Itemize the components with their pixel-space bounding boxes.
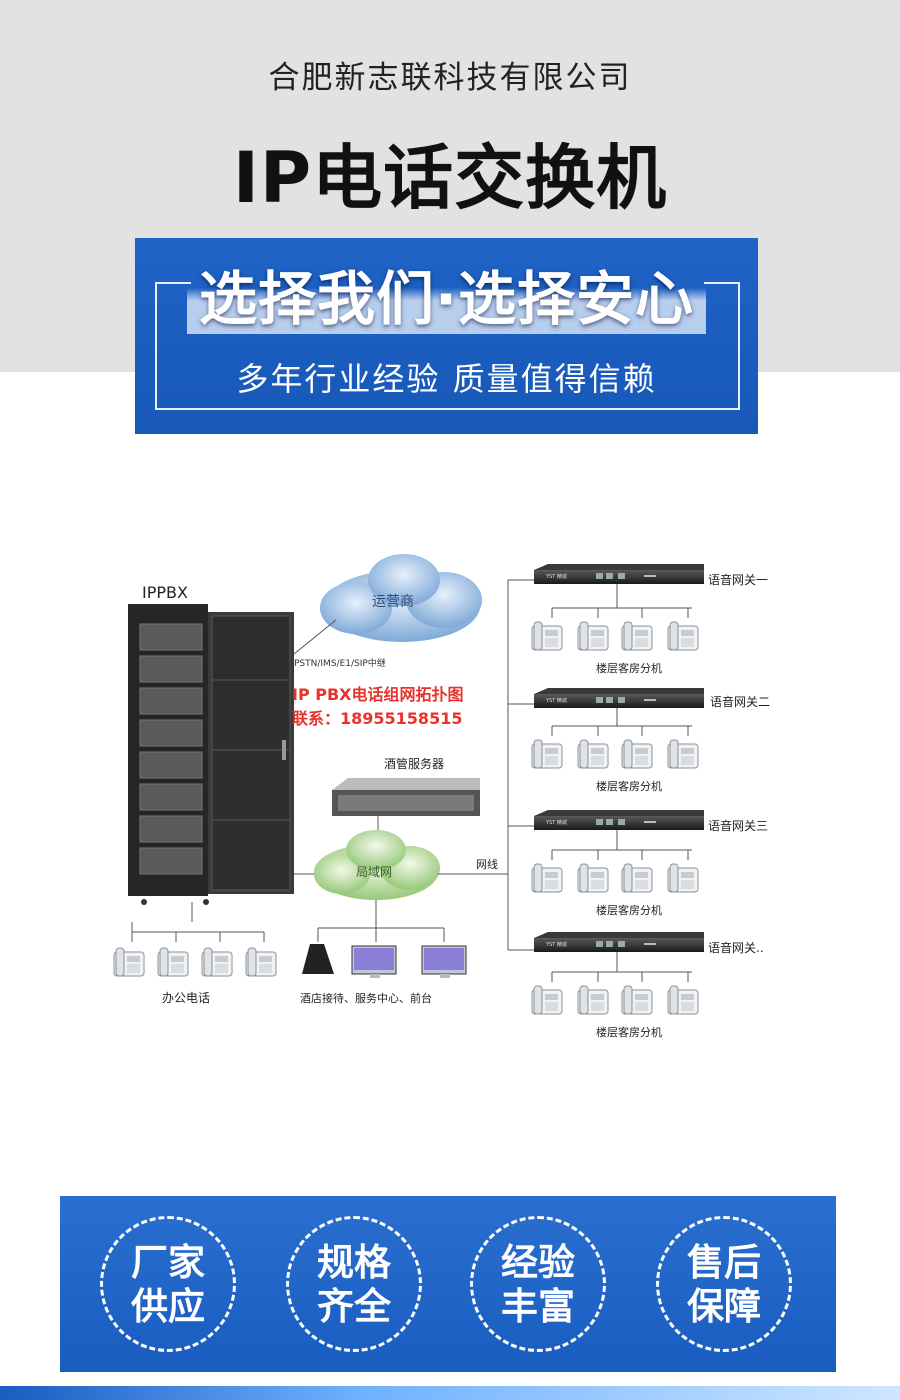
lan-cloud <box>314 830 440 900</box>
phone-icon <box>577 739 609 769</box>
phone-icon <box>245 947 277 977</box>
feature-line: 经验 <box>501 1241 575 1284</box>
slogan-highlight <box>187 250 706 334</box>
feature-badge-aftersales: 售后 保障 <box>656 1216 792 1352</box>
gateway-4 <box>534 932 704 952</box>
gateway-3-label: 语音网关三 <box>708 818 768 833</box>
phone-icon <box>577 985 609 1015</box>
phone-icon <box>531 863 563 893</box>
feature-badge-supply: 厂家 供应 <box>100 1216 236 1352</box>
phone-icon <box>621 739 653 769</box>
ippbx-label: IPPBX <box>142 583 188 602</box>
phone-icon <box>157 947 189 977</box>
office-phones-label: 办公电话 <box>162 990 210 1005</box>
phone-icon <box>667 621 699 651</box>
lan-label: 局域网 <box>356 865 392 879</box>
phone-icon <box>113 947 145 977</box>
phone-icon <box>531 985 563 1015</box>
cable-label: 网线 <box>476 857 498 871</box>
phone-icon <box>531 621 563 651</box>
contact-number: 联系：18955158515 <box>292 709 462 728</box>
feature-badge-experience: 经验 丰富 <box>470 1216 606 1352</box>
trunk-line <box>293 619 337 655</box>
company-name: 合肥新志联科技有限公司 <box>268 60 632 96</box>
gateway-2-label: 语音网关二 <box>710 694 770 709</box>
gateway-1 <box>534 564 704 584</box>
phone-icon <box>621 621 653 651</box>
monitor-icon <box>351 945 397 978</box>
desk-phone-icon <box>302 944 334 974</box>
feature-line: 售后 <box>687 1241 761 1284</box>
phone-icon <box>201 947 233 977</box>
gateway-3 <box>534 810 704 830</box>
carrier-label: 运营商 <box>372 594 414 610</box>
phone-icon <box>667 863 699 893</box>
phone-icon <box>667 985 699 1015</box>
bottom-strip <box>0 1386 900 1400</box>
feature-line: 齐全 <box>317 1285 391 1328</box>
gateway-1-label: 语音网关一 <box>708 572 768 587</box>
gateway-4-extensions: 楼层客房分机 <box>596 1025 662 1039</box>
phone-icon <box>577 621 609 651</box>
gateway-1-extensions: 楼层客房分机 <box>596 661 662 675</box>
phone-icon <box>531 739 563 769</box>
topology-title: IP PBX电话组网拓扑图 <box>292 685 464 704</box>
topology-diagram: YST 精诚 IPPBX 运营商 PSTN/IMS/E1/SIP中继 IP PB… <box>113 554 770 1039</box>
gateway-2-extensions: 楼层客房分机 <box>596 779 662 793</box>
front-desk-label: 酒店接待、服务中心、前台 <box>300 991 432 1005</box>
hotel-server-label: 酒管服务器 <box>384 756 444 771</box>
slogan-frame <box>155 282 740 410</box>
gateway-3-extensions: 楼层客房分机 <box>596 903 662 917</box>
feature-line: 丰富 <box>501 1285 575 1328</box>
feature-line: 厂家 <box>131 1241 205 1284</box>
phone-icon <box>667 739 699 769</box>
phone-icon <box>621 863 653 893</box>
feature-line: 保障 <box>687 1285 761 1328</box>
feature-badge-specs: 规格 齐全 <box>286 1216 422 1352</box>
slogan-main-text: 选择我们·选择安心 <box>198 265 695 333</box>
trunk-label: PSTN/IMS/E1/SIP中继 <box>294 657 386 669</box>
phone-icon <box>621 985 653 1015</box>
feature-line: 供应 <box>131 1285 205 1328</box>
server-rack <box>128 604 294 905</box>
feature-banner: 厂家 供应 规格 齐全 经验 丰富 售后 保障 <box>60 1196 836 1372</box>
slogan-sub-text: 多年行业经验 质量值得信赖 <box>236 360 657 398</box>
slogan-banner: 选择我们·选择安心 多年行业经验 质量值得信赖 <box>135 238 758 434</box>
feature-line: 规格 <box>317 1241 391 1284</box>
gateway-2 <box>534 688 704 708</box>
gateway-4-label: 语音网关.. <box>708 940 764 955</box>
hotel-server <box>332 778 480 816</box>
product-title: IP电话交换机 <box>232 137 668 219</box>
carrier-cloud <box>320 554 482 642</box>
phone-icon <box>577 863 609 893</box>
monitor-icon <box>421 945 467 978</box>
